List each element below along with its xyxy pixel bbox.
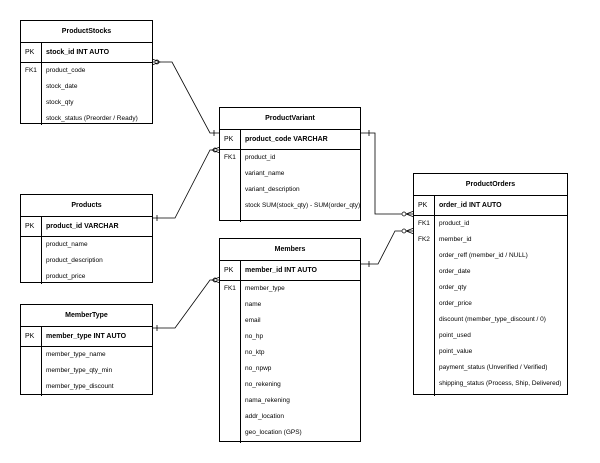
field: nama_rekening bbox=[245, 397, 290, 404]
edge-members-membertype-crowfoot bbox=[211, 276, 221, 284]
pk-row: PK member_id INT AUTO bbox=[220, 261, 360, 281]
fk-column bbox=[21, 237, 42, 284]
edge-variant-orders-crowfoot bbox=[405, 210, 415, 218]
field: stock_date bbox=[46, 83, 78, 90]
field: shipping_status (Process, Ship, Delivere… bbox=[439, 380, 562, 387]
field: product_id bbox=[439, 220, 470, 227]
edge-members-orders bbox=[360, 230, 414, 265]
pk-label: PK bbox=[21, 217, 42, 236]
field: order_qty bbox=[439, 284, 467, 291]
entity-product-variant[interactable]: ProductVariant PK product_code VARCHAR F… bbox=[219, 107, 361, 222]
fk-label: FK1 bbox=[418, 220, 430, 227]
pk-field: product_code VARCHAR bbox=[245, 136, 328, 143]
fk-column: FK1 bbox=[21, 63, 42, 125]
entity-members[interactable]: Members PK member_id INT AUTO FK1 member… bbox=[219, 238, 361, 443]
entity-body: FK1 product_id variant_name variant_desc… bbox=[220, 150, 360, 222]
pk-field: member_type INT AUTO bbox=[46, 333, 127, 340]
field: order_date bbox=[439, 268, 471, 275]
field-list: product_name product_description product… bbox=[42, 237, 103, 284]
entity-products[interactable]: Products PK product_id VARCHAR product_n… bbox=[20, 194, 153, 284]
edge-stocks-variant bbox=[152, 61, 220, 134]
field: stock_qty bbox=[46, 99, 74, 106]
field: member_type bbox=[245, 285, 285, 292]
fk-label: FK2 bbox=[418, 236, 430, 243]
field: no_hp bbox=[245, 333, 264, 340]
edge-members-orders-crowfoot bbox=[405, 227, 415, 235]
entity-title: ProductOrders bbox=[414, 174, 567, 196]
field: discount (member_type_discount / 0) bbox=[439, 316, 546, 323]
pk-field: product_id VARCHAR bbox=[46, 223, 119, 230]
entity-member-type[interactable]: MemberType PK member_type INT AUTO membe… bbox=[20, 304, 153, 396]
fk-column: FK1 FK2 bbox=[414, 216, 435, 396]
field: member_type_discount bbox=[46, 383, 114, 390]
field-list: member_type name email no_hp no_ktp no_n… bbox=[241, 281, 302, 443]
field: stock SUM(stock_qty) - SUM(order_qty) bbox=[245, 202, 361, 209]
field: no_ktp bbox=[245, 349, 265, 356]
pk-field: member_id INT AUTO bbox=[245, 267, 317, 274]
pk-field: order_id INT AUTO bbox=[439, 202, 502, 209]
edge-members-membertype bbox=[152, 279, 220, 329]
edge-variant-products-crowfoot bbox=[211, 146, 221, 154]
pk-row: PK stock_id INT AUTO bbox=[21, 43, 152, 63]
field-list: product_id variant_name variant_descript… bbox=[241, 150, 360, 222]
pk-label: PK bbox=[21, 327, 42, 346]
fk-label: FK1 bbox=[224, 154, 236, 161]
fk-column: FK1 bbox=[220, 281, 241, 443]
edge-variant-products bbox=[152, 149, 220, 219]
field: no_rekening bbox=[245, 381, 281, 388]
fk-label: FK1 bbox=[224, 285, 236, 292]
pk-label: PK bbox=[220, 130, 241, 149]
entity-body: member_type_name member_type_qty_min mem… bbox=[21, 347, 152, 396]
entity-body: product_name product_description product… bbox=[21, 237, 152, 284]
pk-label: PK bbox=[414, 196, 435, 215]
fk-column: FK1 bbox=[220, 150, 241, 222]
entity-title: Members bbox=[220, 239, 360, 261]
edge-variant-orders bbox=[360, 132, 414, 215]
entity-product-stocks[interactable]: ProductStocks PK stock_id INT AUTO FK1 p… bbox=[20, 20, 153, 125]
pk-row: PK product_id VARCHAR bbox=[21, 217, 152, 237]
pk-label: PK bbox=[220, 261, 241, 280]
field: addr_location bbox=[245, 413, 285, 420]
field-list: member_type_name member_type_qty_min mem… bbox=[42, 347, 114, 396]
field: product_description bbox=[46, 257, 103, 264]
field: point_value bbox=[439, 348, 473, 355]
field: email bbox=[245, 317, 261, 324]
pk-row: PK member_type INT AUTO bbox=[21, 327, 152, 347]
entity-title: Products bbox=[21, 195, 152, 217]
field: no_npwp bbox=[245, 365, 272, 372]
field: member_id bbox=[439, 236, 472, 243]
field: member_type_name bbox=[46, 351, 106, 358]
field: variant_description bbox=[245, 186, 300, 193]
field: product_id bbox=[245, 154, 276, 161]
entity-body: FK1 product_code stock_date stock_qty st… bbox=[21, 63, 152, 125]
entity-title: ProductStocks bbox=[21, 21, 152, 43]
pk-row: PK product_code VARCHAR bbox=[220, 130, 360, 150]
entity-title: MemberType bbox=[21, 305, 152, 327]
entity-body: FK1 FK2 product_id member_id order_reff … bbox=[414, 216, 567, 396]
pk-field: stock_id INT AUTO bbox=[46, 49, 110, 56]
fk-label: FK1 bbox=[25, 67, 37, 74]
field: product_code bbox=[46, 67, 86, 74]
pk-label: PK bbox=[21, 43, 42, 62]
field: variant_name bbox=[245, 170, 285, 177]
field: geo_location (GPS) bbox=[245, 429, 302, 436]
fk-column bbox=[21, 347, 42, 396]
field-list: product_code stock_date stock_qty stock_… bbox=[42, 63, 138, 125]
entity-body: FK1 member_type name email no_hp no_ktp … bbox=[220, 281, 360, 443]
entity-product-orders[interactable]: ProductOrders PK order_id INT AUTO FK1 F… bbox=[413, 173, 568, 396]
field: stock_status (Preorder / Ready) bbox=[46, 115, 138, 122]
field: order_price bbox=[439, 300, 472, 307]
field: payment_status (Unverified / Verified) bbox=[439, 364, 548, 371]
field-list: product_id member_id order_reff (member_… bbox=[435, 216, 561, 396]
field: product_price bbox=[46, 273, 86, 280]
field: order_reff (member_id / NULL) bbox=[439, 252, 528, 259]
field: name bbox=[245, 301, 262, 308]
field: product_name bbox=[46, 241, 88, 248]
pk-row: PK order_id INT AUTO bbox=[414, 196, 567, 216]
entity-title: ProductVariant bbox=[220, 108, 360, 130]
field: member_type_qty_min bbox=[46, 367, 113, 374]
field: point_used bbox=[439, 332, 471, 339]
edge-stocks-variant-crowfoot bbox=[151, 58, 161, 66]
